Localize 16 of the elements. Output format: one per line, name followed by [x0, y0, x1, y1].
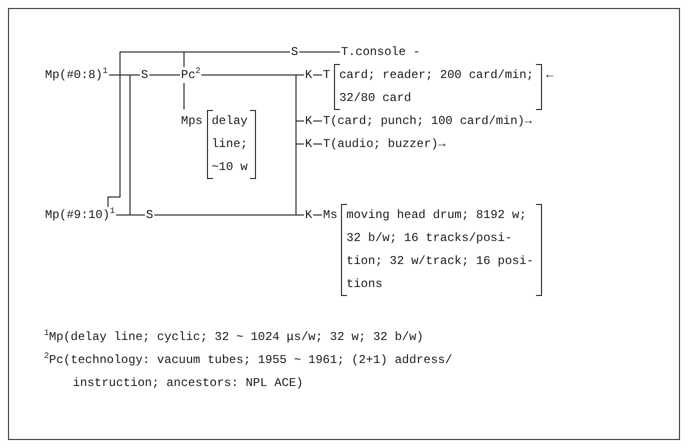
connector-line: [312, 214, 322, 216]
connector-line: [115, 74, 140, 216]
component-label: Mp(#0:8)$^{1}$: [44, 67, 109, 83]
component-label: T(audio; buzzer)→: [322, 136, 446, 152]
bracketed-spec: delay line; ~10 w: [206, 110, 256, 178]
bracketed-spec: card; reader; 200 card/min; 32/80 card: [334, 64, 542, 110]
connector-line: [312, 120, 322, 122]
bracketed-spec: moving head drum; 8192 w; 32 b/w; 16 tracks/posi- tion; 32 w/track; 16 posi- tions: [341, 204, 542, 296]
connector-line: [154, 214, 304, 216]
component-label: T(card; punch; 100 card/min)→: [322, 113, 533, 129]
component-label: Mp(#9:10)$^{1}$: [44, 207, 116, 223]
footnote: $^{2}$Pc(technology: vacuum tubes; 1955 ~ 1961; (2+1) address/ instruction; ancestors: NPL ACE): [44, 350, 454, 392]
footnote: $^{1}$Mp(delay line; cyclic; 32 ~ 1024 μs/w; 32 w; 32 b/w): [44, 327, 424, 346]
connector-line: [312, 74, 322, 76]
connector-line: [148, 74, 180, 76]
direction-mark: ←: [546, 66, 554, 84]
